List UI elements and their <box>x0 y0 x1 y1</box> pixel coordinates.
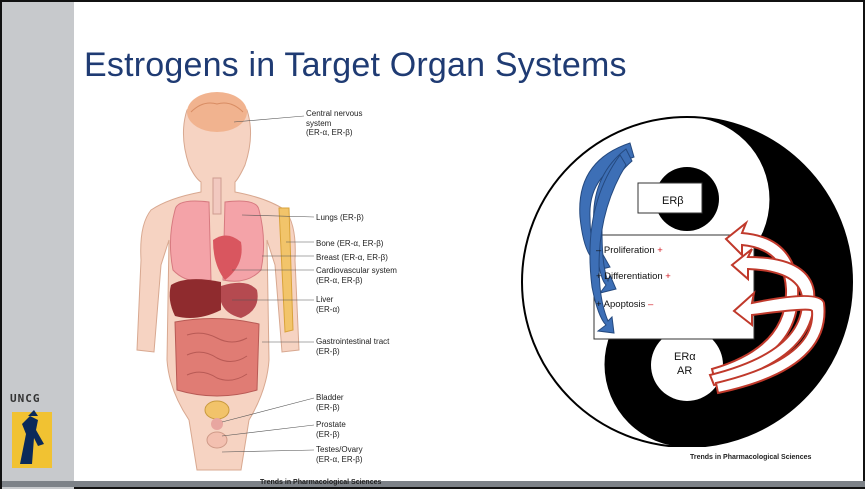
item-apoptosis: + Apoptosis – <box>596 299 653 310</box>
label-breast: Breast (ER-α, ER-β) <box>316 253 388 263</box>
bottom-bar <box>2 481 865 487</box>
label-testes: Testes/Ovary (ER-α, ER-β) <box>316 445 363 464</box>
yin-yang-diagram <box>502 107 862 447</box>
credit-right: Trends in Pharmacological Sciences <box>690 454 811 461</box>
label-cardio: Cardiovascular system (ER-α, ER-β) <box>316 266 397 285</box>
leader-lines <box>202 102 322 462</box>
label-lungs: Lungs (ER-β) <box>316 213 364 223</box>
item-apoptosis-sign: – <box>648 299 653 310</box>
item-proliferation: – Proliferation + <box>596 245 663 256</box>
spartan-icon <box>8 394 56 474</box>
label-bone: Bone (ER-α, ER-β) <box>316 239 383 249</box>
item-proliferation-text: – Proliferation <box>596 245 655 256</box>
item-apoptosis-text: + Apoptosis <box>596 299 645 310</box>
item-proliferation-sign: + <box>657 245 663 256</box>
er-beta-label: ERβ <box>662 195 684 207</box>
ar-label: AR <box>677 365 692 377</box>
label-gi: Gastrointestinal tract (ER-β) <box>316 337 389 356</box>
item-differentiation-text: + Differentiation <box>596 271 663 282</box>
item-differentiation-sign: + <box>665 271 671 282</box>
credit-left: Trends in Pharmacological Sciences <box>260 479 381 486</box>
er-alpha-label: ERα <box>674 351 696 363</box>
item-differentiation: + Differentiation + <box>596 271 671 282</box>
slide-title: Estrogens in Target Organ Systems <box>84 46 627 85</box>
